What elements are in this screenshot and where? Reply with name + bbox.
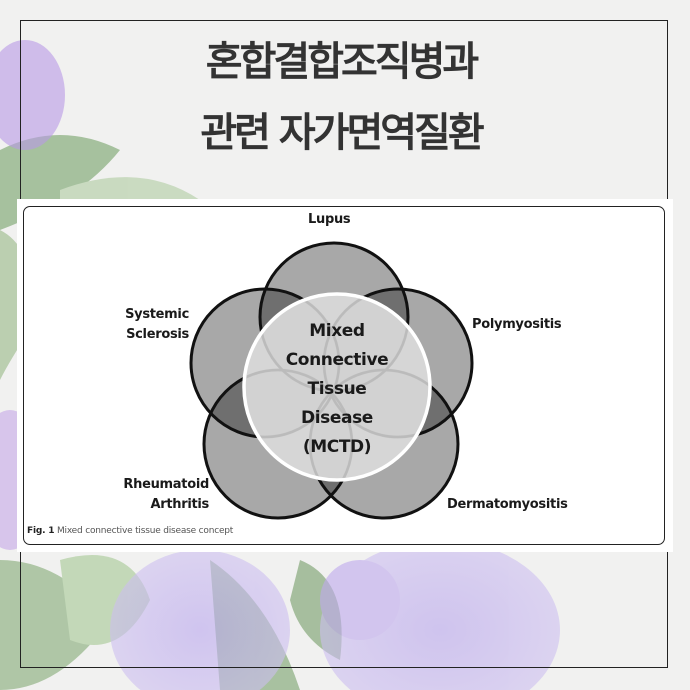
caption-text: Mixed connective tissue disease concept [56,526,234,536]
label-ra-line1: Rheumatoid [123,477,209,492]
page-title-line1: 혼합결합조직병과 [205,39,479,85]
page-title-line2: 관련 자가면역질환 [200,110,484,156]
mctd-center-text: Mixed Connective Tissue Disease (MCTD) [237,317,437,462]
label-lupus-text: Lupus [308,212,351,227]
label-dermatomyositis-text: Dermatomyositis [447,497,568,512]
label-rheumatoid-arthritis: Rheumatoid Arthritis [109,475,209,515]
center-line-5: (MCTD) [302,437,372,457]
center-line-2: Connective [285,350,389,370]
mctd-venn-diagram [189,241,474,520]
figure-caption: Fig. 1 Mixed connective tissue disease c… [27,526,233,536]
label-lupus: Lupus [308,210,351,230]
label-ra-line2: Arthritis [150,497,209,512]
label-systemic-sclerosis: Systemic Sclerosis [107,305,189,345]
label-ss-line2: Sclerosis [126,327,189,342]
label-polymyositis-text: Polymyositis [472,317,562,332]
label-dermatomyositis: Dermatomyositis [447,495,568,515]
figure-panel: Mixed Connective Tissue Disease (MCTD) L… [17,199,673,552]
center-line-4: Disease [301,408,373,428]
label-polymyositis: Polymyositis [472,315,562,335]
center-line-1: Mixed [309,321,365,341]
label-ss-line1: Systemic [125,307,189,322]
center-line-3: Tissue [307,379,367,399]
caption-label: Fig. 1 [27,526,55,536]
figure-border [23,206,665,545]
